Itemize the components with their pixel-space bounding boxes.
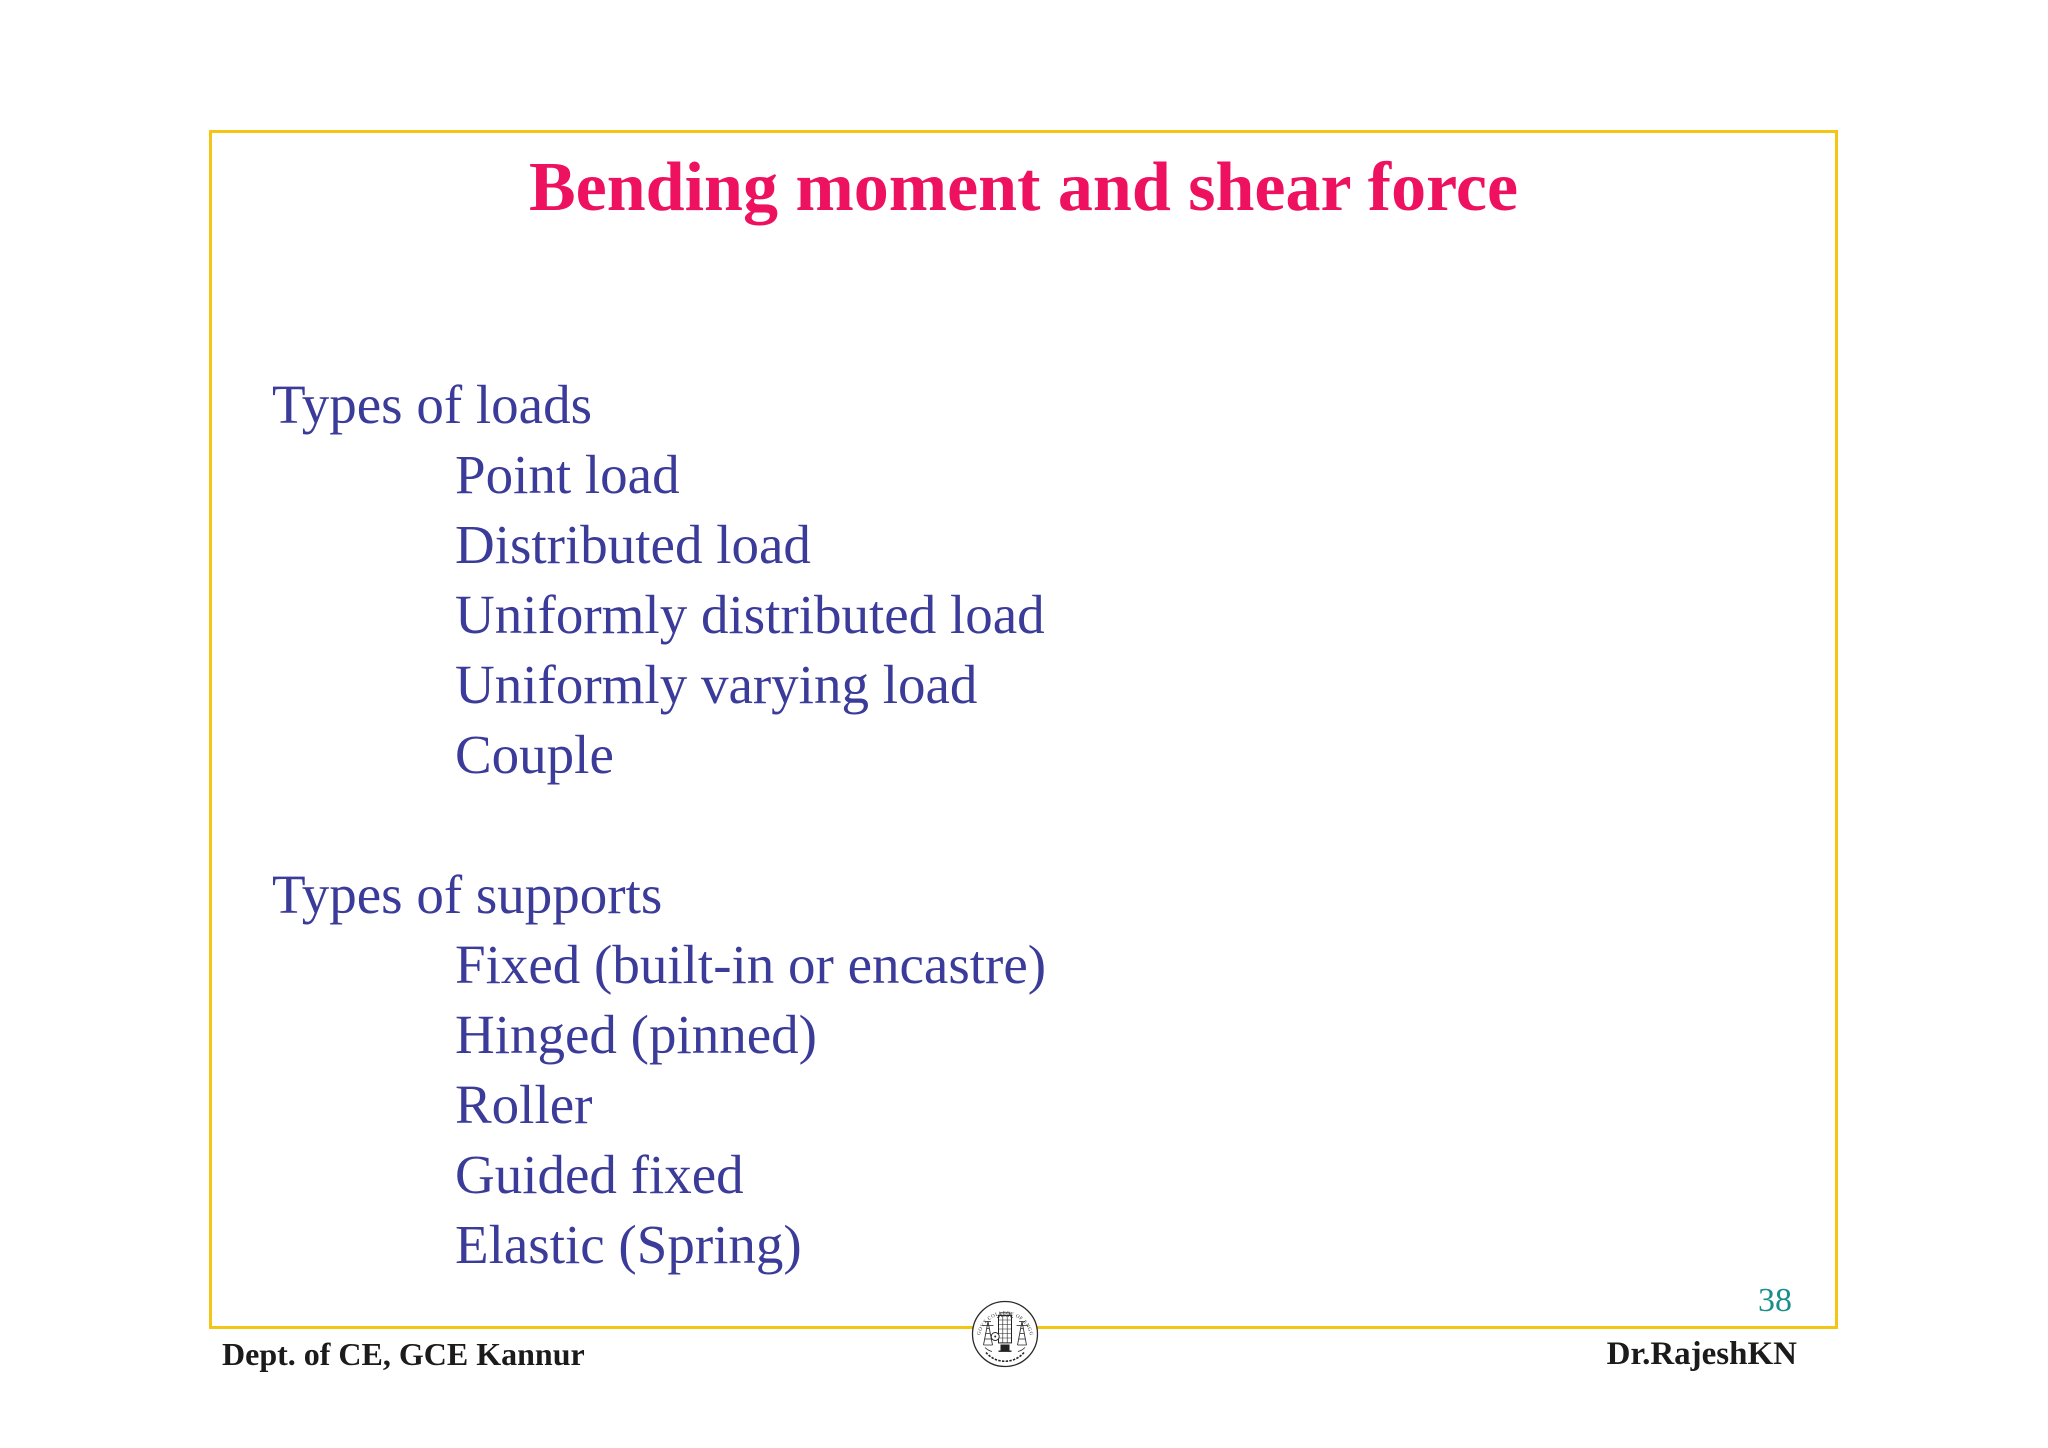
list-item: Distributed load (455, 514, 811, 575)
page-title: Bending moment and shear force (528, 149, 1519, 226)
list-item: Hinged (pinned) (455, 1004, 817, 1065)
college-logo-icon: GOVT COLLEGE OF ENGG (971, 1300, 1039, 1368)
list-item: Uniformly distributed load (455, 584, 1045, 645)
footer-department: Dept. of CE, GCE Kannur (222, 1336, 585, 1372)
page-number: 38 (1758, 1282, 1792, 1319)
list-item: Roller (455, 1074, 593, 1135)
section-heading: Types of supports (272, 864, 663, 925)
list-item: Uniformly varying load (455, 654, 978, 715)
list-item: Elastic (Spring) (455, 1214, 802, 1275)
section-heading: Types of loads (272, 374, 592, 435)
section-types-of-loads: Types of loads Point load Distributed lo… (272, 370, 1772, 790)
list-item: Couple (455, 724, 614, 785)
section-types-of-supports: Types of supports Fixed (built-in or enc… (272, 860, 1772, 1280)
loads-list: Point load Distributed load Uniformly di… (272, 440, 1772, 790)
list-item: Guided fixed (455, 1144, 744, 1205)
slide-body: Types of loads Point load Distributed lo… (272, 370, 1772, 1280)
supports-list: Fixed (built-in or encastre) Hinged (pin… (272, 930, 1772, 1280)
list-item: Fixed (built-in or encastre) (455, 934, 1047, 995)
footer-author: Dr.RajeshKN (1606, 1336, 1797, 1372)
list-item: Point load (455, 444, 680, 505)
